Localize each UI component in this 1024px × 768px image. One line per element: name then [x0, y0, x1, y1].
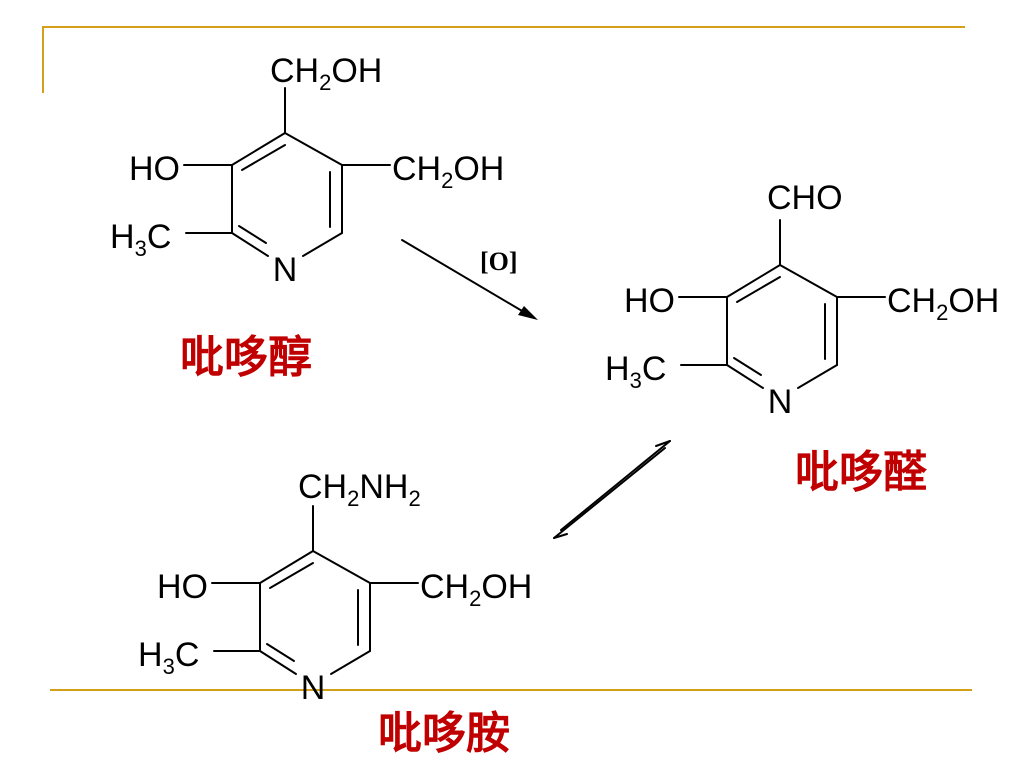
group-right-label: CH2OH	[887, 282, 999, 325]
compound-name: 吡哆醇	[180, 332, 312, 383]
molecule-pyridoxal: CHO CH2OH HO H3C N 吡哆醛	[605, 179, 999, 498]
methyl-label: H3C	[110, 218, 171, 261]
methyl-label: H3C	[138, 636, 199, 679]
compound-name: 吡哆醛	[795, 447, 927, 498]
hydroxy-label: HO	[129, 150, 180, 188]
molecule-pyridoxol: CH2OH CH2OH HO H3C N 吡哆醇	[110, 52, 504, 383]
ring-bonds	[726, 264, 838, 389]
methyl-label: H3C	[605, 350, 666, 393]
molecule-pyridoxamine: CH2NH2 CH2OH HO H3C N 吡哆胺	[138, 468, 532, 759]
nitrogen-label: N	[768, 383, 793, 421]
nitrogen-label: N	[301, 669, 326, 707]
ring-bonds	[259, 550, 371, 675]
group-top-label: CHO	[767, 179, 843, 217]
nitrogen-label: N	[273, 251, 298, 289]
equilibrium-arrows	[553, 440, 671, 539]
group-top-label: CH2NH2	[298, 468, 421, 511]
compound-name: 吡哆胺	[378, 708, 510, 759]
substituent-bonds	[183, 87, 391, 234]
ring-bonds	[231, 132, 343, 257]
group-right-label: CH2OH	[420, 568, 532, 611]
oxidant-label: [O]	[480, 247, 518, 276]
substituent-bonds	[211, 505, 419, 652]
slide-frame	[42, 26, 972, 691]
group-right-label: CH2OH	[392, 150, 504, 193]
hydroxy-label: HO	[624, 282, 675, 320]
group-top-label: CH2OH	[270, 52, 382, 95]
oxidation-arrow: [O]	[401, 239, 538, 320]
substituent-bonds	[678, 219, 886, 366]
hydroxy-label: HO	[157, 568, 208, 606]
